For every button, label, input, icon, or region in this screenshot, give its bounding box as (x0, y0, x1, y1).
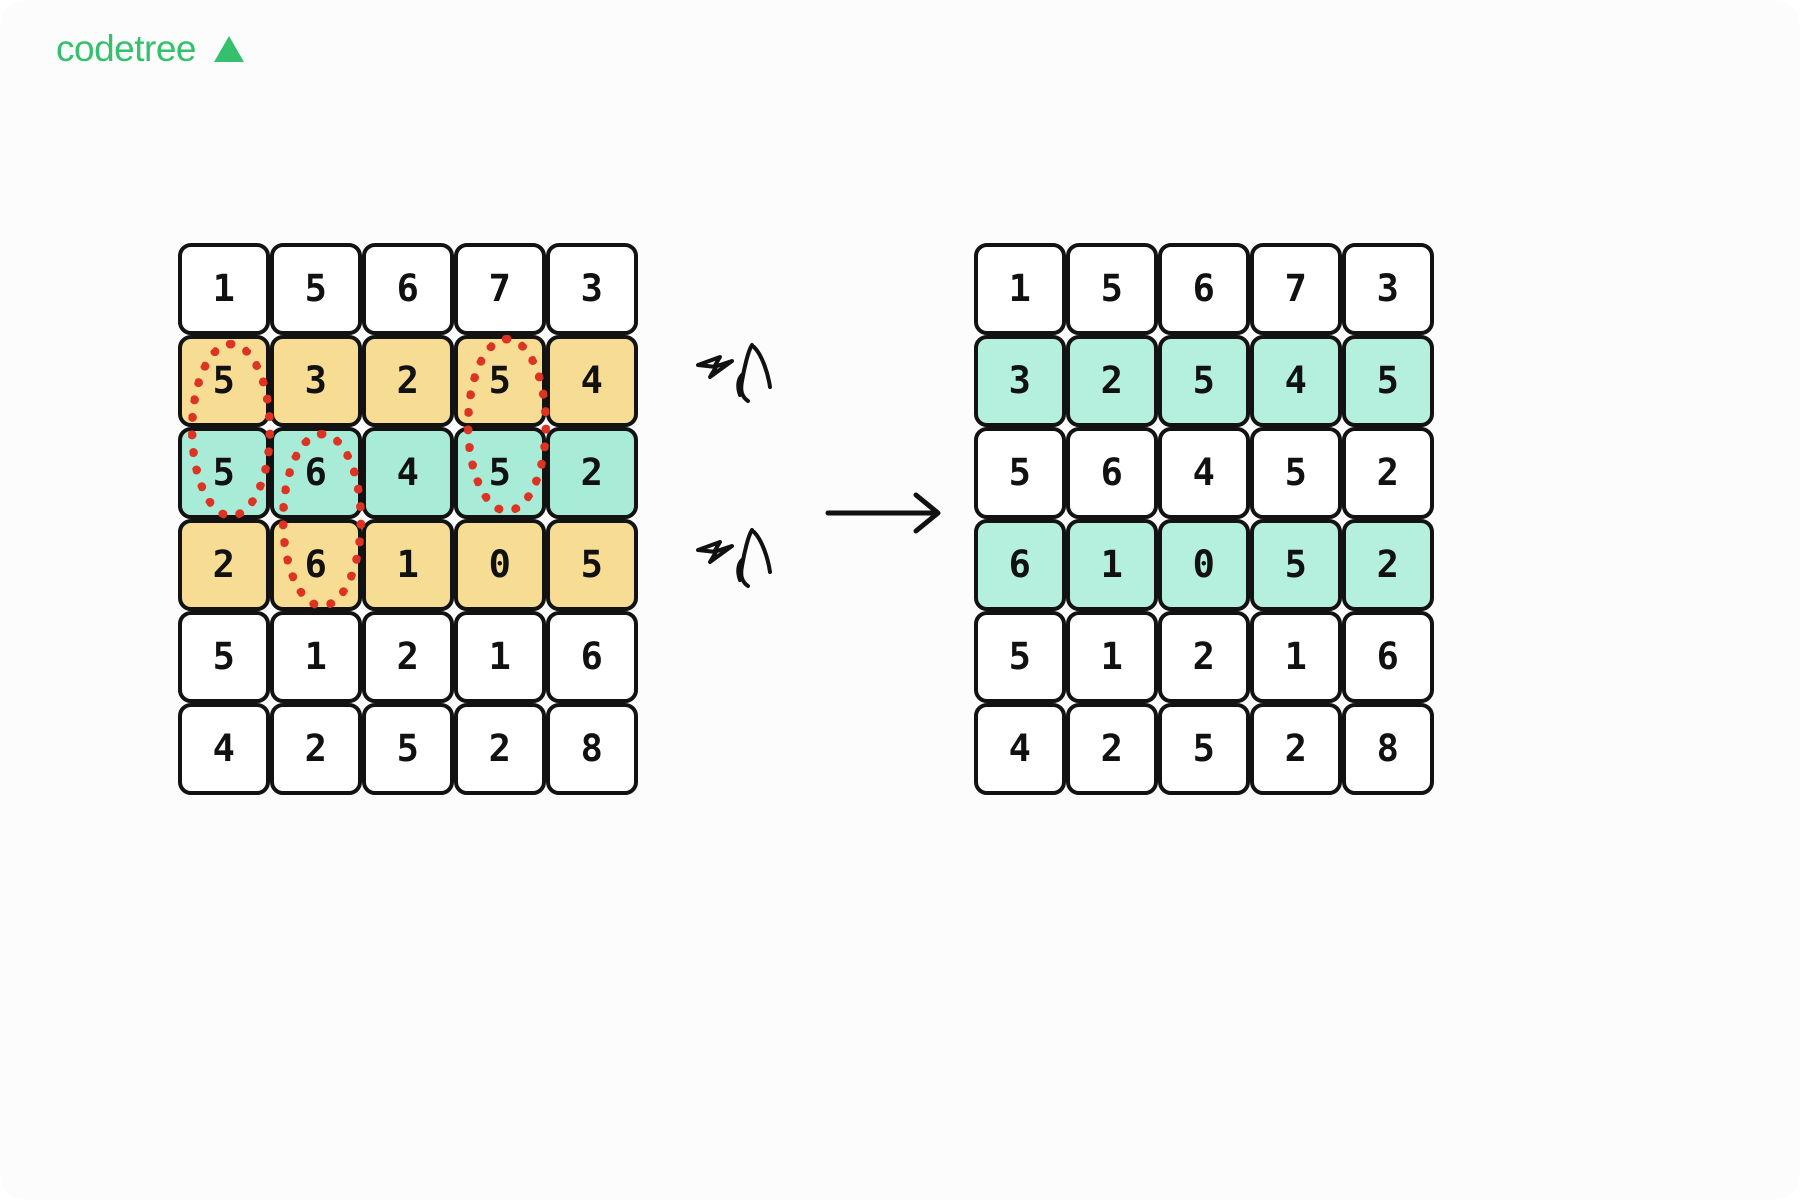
brand-logo: codetree (56, 28, 244, 70)
grid-cell[interactable]: 6 (973, 518, 1066, 611)
grid-cell[interactable]: 3 (973, 334, 1066, 427)
grid-cell[interactable]: 6 (269, 426, 362, 519)
grid-cell[interactable]: 5 (1157, 334, 1250, 427)
grid-cell[interactable]: 6 (269, 518, 362, 611)
grid-cell[interactable]: 1 (361, 518, 454, 611)
grid-cell[interactable]: 2 (1249, 702, 1342, 795)
grid-cell[interactable]: 4 (1249, 334, 1342, 427)
grid-cell[interactable]: 5 (1065, 242, 1158, 335)
grid-cell[interactable]: 3 (1341, 242, 1434, 335)
grid-cell[interactable]: 2 (361, 610, 454, 703)
grid-cell[interactable]: 5 (1249, 518, 1342, 611)
grid-cell[interactable]: 1 (973, 242, 1066, 335)
grid-cell[interactable]: 8 (1341, 702, 1434, 795)
grid-cell[interactable]: 2 (453, 702, 546, 795)
grid-cell[interactable]: 1 (1065, 518, 1158, 611)
grid-cell[interactable]: 5 (361, 702, 454, 795)
grid-cell[interactable]: 7 (453, 242, 546, 335)
grid-cell[interactable]: 7 (1249, 242, 1342, 335)
grid-cell[interactable]: 2 (1341, 518, 1434, 611)
grid-cell[interactable]: 5 (177, 334, 270, 427)
grid-cell[interactable]: 6 (361, 242, 454, 335)
triangle-up-icon (214, 36, 244, 62)
grid-cell[interactable]: 5 (269, 242, 362, 335)
grid-cell[interactable]: 3 (545, 242, 638, 335)
grid-cell[interactable]: 5 (1157, 702, 1250, 795)
grid-cell[interactable]: 3 (269, 334, 362, 427)
grid-cell[interactable]: 5 (177, 610, 270, 703)
grid-cell[interactable]: 6 (1341, 610, 1434, 703)
grid-cell[interactable]: 5 (545, 518, 638, 611)
brand-wordmark: codetree (56, 28, 197, 69)
click-gesture-icon-top (696, 343, 772, 403)
grid-cell[interactable]: 5 (453, 334, 546, 427)
grid-cell[interactable]: 5 (177, 426, 270, 519)
grid-cell[interactable]: 2 (269, 702, 362, 795)
grid-cell[interactable]: 1 (1065, 610, 1158, 703)
click-gesture-icon-bottom (696, 528, 772, 588)
grid-cell[interactable]: 2 (361, 334, 454, 427)
grid-cell[interactable]: 2 (1341, 426, 1434, 519)
grid-cell[interactable]: 2 (545, 426, 638, 519)
grid-cell[interactable]: 1 (1249, 610, 1342, 703)
grid-cell[interactable]: 6 (1065, 426, 1158, 519)
grid-cell[interactable]: 2 (177, 518, 270, 611)
grid-cell[interactable]: 4 (545, 334, 638, 427)
grid-cell[interactable]: 2 (1157, 610, 1250, 703)
grid-cell[interactable]: 1 (177, 242, 270, 335)
grid-cell[interactable]: 5 (973, 426, 1066, 519)
grid-cell[interactable]: 5 (973, 610, 1066, 703)
grid-cell[interactable]: 1 (453, 610, 546, 703)
grid-cell[interactable]: 6 (545, 610, 638, 703)
grid-cell[interactable]: 8 (545, 702, 638, 795)
grid-cell[interactable]: 4 (177, 702, 270, 795)
grid-cell[interactable]: 2 (1065, 334, 1158, 427)
grid-cell[interactable]: 1 (269, 610, 362, 703)
grid-cell[interactable]: 5 (1249, 426, 1342, 519)
grid-cell[interactable]: 0 (453, 518, 546, 611)
grid-cell[interactable]: 4 (973, 702, 1066, 795)
grid-cell[interactable]: 4 (361, 426, 454, 519)
right-arrow-icon (825, 492, 941, 534)
grid-cell[interactable]: 5 (453, 426, 546, 519)
grid-cell[interactable]: 4 (1157, 426, 1250, 519)
grid-cell[interactable]: 2 (1065, 702, 1158, 795)
grid-cell[interactable]: 0 (1157, 518, 1250, 611)
grid-cell[interactable]: 6 (1157, 242, 1250, 335)
grid-cell[interactable]: 5 (1341, 334, 1434, 427)
